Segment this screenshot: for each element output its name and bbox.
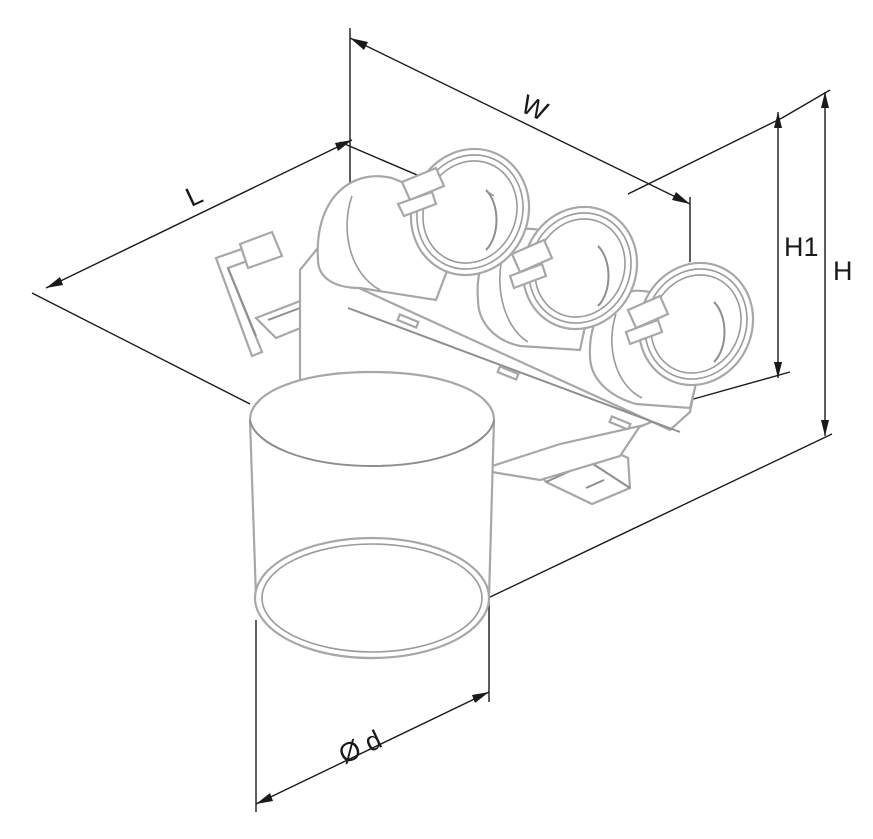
l-dimension-line: [45, 139, 353, 289]
outlet-cap-3: [624, 261, 755, 387]
outlet-cap-1: [396, 147, 531, 277]
h-arrow-top: [821, 92, 829, 108]
h-extension-top: [781, 89, 831, 119]
d-arrow-right: [472, 692, 489, 703]
d-arrow-left: [256, 793, 273, 804]
h-arrow-bottom: [821, 420, 829, 436]
main-inlet-cylinder: [248, 370, 496, 660]
mounting-bracket-left: [214, 230, 333, 358]
w-dimension-line: [349, 37, 691, 205]
h1-label: H1: [784, 232, 819, 262]
w-arrow-right: [672, 192, 690, 204]
l-label: L: [181, 179, 207, 213]
h1-extension-top: [627, 117, 783, 195]
l-arrow-left: [46, 277, 63, 288]
h1-arrow-bottom: [774, 362, 782, 378]
dimension-lines: [31, 28, 833, 812]
h-extension-bottom: [487, 433, 833, 599]
outlet-caps: [396, 147, 755, 387]
d-dimension-line: [255, 691, 490, 805]
h1-extension-bottom: [689, 371, 791, 401]
outlet-cap-2: [508, 205, 639, 331]
l-extension-left: [31, 292, 251, 405]
w-arrow-left: [350, 38, 368, 50]
h-label: H: [833, 256, 853, 286]
h1-arrow-top: [774, 112, 782, 128]
l-arrow-right: [335, 140, 352, 151]
